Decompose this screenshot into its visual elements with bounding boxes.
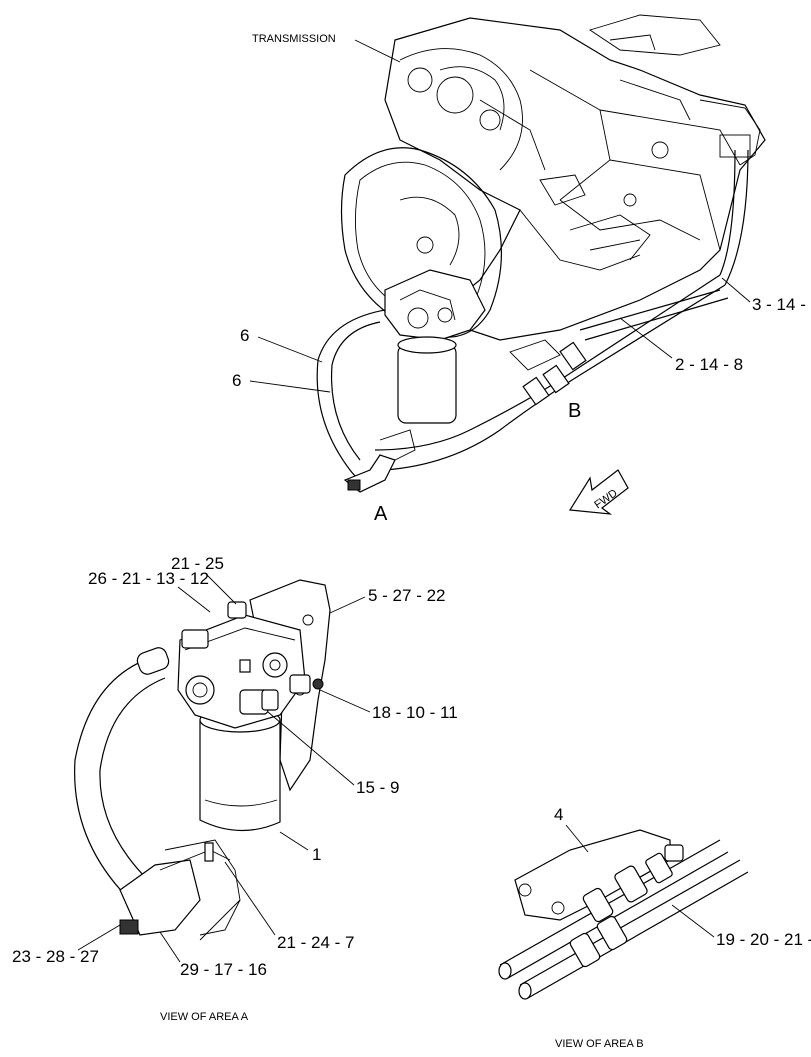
callout-2-14-8: 2 - 14 - 8: [675, 355, 743, 374]
transmission-label: TRANSMISSION: [252, 33, 336, 45]
fwd-arrow-icon: FWD: [568, 469, 629, 515]
view-b-caption: VIEW OF AREA B: [555, 1038, 644, 1050]
callout-6-lower: 6: [232, 371, 241, 390]
callout-23-28-27: 23 - 28 - 27: [12, 947, 99, 966]
area-a-marker: A: [374, 503, 388, 525]
callout-18-10-11: 18 - 10 - 11: [372, 703, 458, 722]
callout-6-upper: 6: [240, 326, 249, 345]
area-b-marker: B: [568, 400, 581, 422]
view-a-filter-drawing: [74, 579, 331, 941]
callout-19-20-21-25: 19 - 20 - 21 - 25: [716, 930, 811, 949]
transmission-assembly-drawing: [316, 14, 766, 493]
callout-26-21-13-12: 26 - 21 - 13 - 12: [88, 569, 209, 588]
view-a-caption: VIEW OF AREA A: [160, 1011, 249, 1023]
callout-5-27-22: 5 - 27 - 22: [368, 586, 446, 605]
callout-4: 4: [554, 805, 563, 824]
callout-21-24-7: 21 - 24 - 7: [277, 933, 355, 952]
callout-21-25-view-a: 21 - 25: [171, 554, 224, 573]
callout-3-14-8: 3 - 14 - 8: [752, 295, 811, 314]
callout-29-17-16: 29 - 17 - 16: [180, 960, 267, 979]
callout-1: 1: [312, 845, 321, 864]
view-b-fitting-drawing: [498, 829, 749, 1000]
callout-15-9: 15 - 9: [356, 778, 399, 797]
